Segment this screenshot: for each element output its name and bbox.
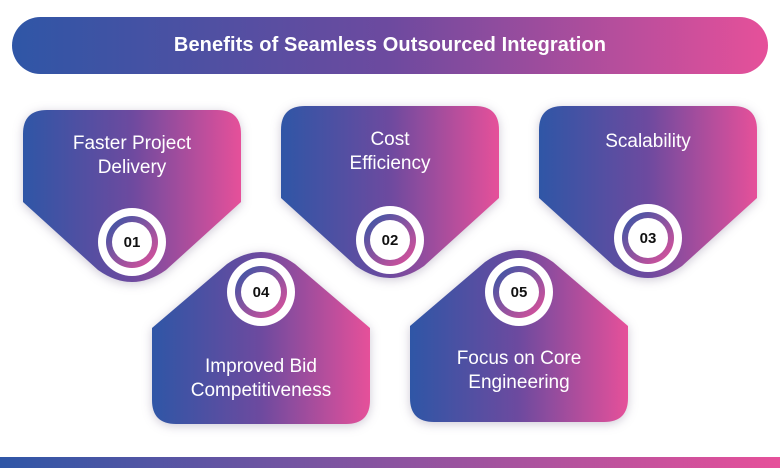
benefit-badge-4: 04 xyxy=(227,258,295,326)
benefit-label-3: Scalability xyxy=(605,131,691,152)
benefit-card-2: Cost Efficiency 02 xyxy=(281,106,499,282)
benefit-number-1: 01 xyxy=(112,222,152,262)
benefit-card-4: 04 Improved Bid Competitiveness xyxy=(152,246,370,424)
benefit-card-1-shape xyxy=(23,110,241,282)
benefit-number-3: 03 xyxy=(628,218,668,258)
benefit-label-5: Focus on Core Engineering xyxy=(456,348,582,393)
benefit-number-5: 05 xyxy=(499,272,539,312)
benefit-number-4: 04 xyxy=(241,272,281,312)
page-title: Benefits of Seamless Outsourced Integrat… xyxy=(173,34,607,56)
benefit-badge-1: 01 xyxy=(98,208,166,276)
benefit-card-2-shape xyxy=(281,106,499,278)
benefit-card-3: Scalability 03 xyxy=(539,106,757,282)
title-banner: Benefits of Seamless Outsourced Integrat… xyxy=(12,17,768,74)
benefit-card-5-shape xyxy=(410,250,628,422)
bottom-gradient-strip xyxy=(0,457,780,468)
benefit-card-1: Faster Project Delivery 01 xyxy=(23,110,241,286)
benefit-badge-2: 02 xyxy=(356,206,424,274)
benefit-card-3-shape xyxy=(539,106,757,278)
benefit-label-1: Faster Project Delivery xyxy=(72,133,192,178)
benefit-card-4-shape xyxy=(152,252,370,424)
benefit-badge-5: 05 xyxy=(485,258,553,326)
benefit-card-5: 05 Focus on Core Engineering xyxy=(410,244,628,422)
benefit-label-2: Cost Efficiency xyxy=(349,129,431,174)
benefit-number-2: 02 xyxy=(370,220,410,260)
benefit-badge-3: 03 xyxy=(614,204,682,272)
benefit-label-4: Improved Bid Competitiveness xyxy=(190,356,332,401)
